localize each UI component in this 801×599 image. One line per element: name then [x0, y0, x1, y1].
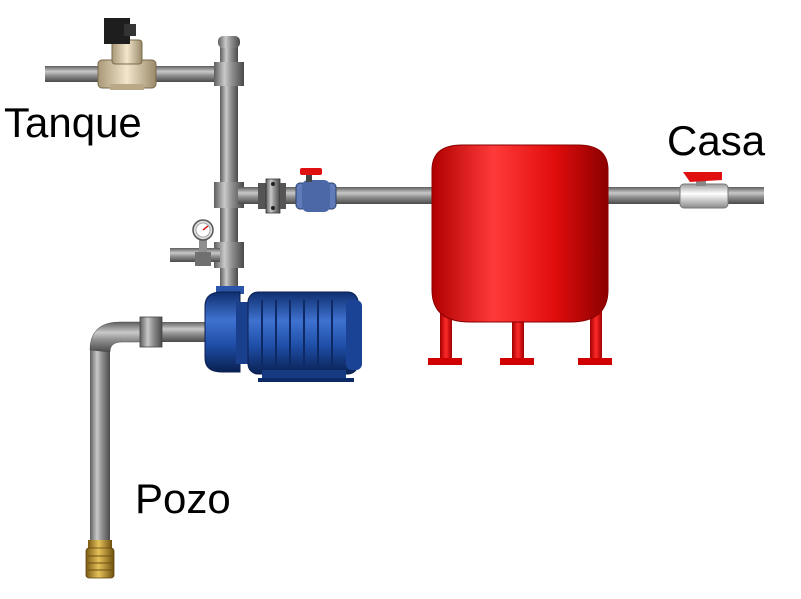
gauge-stem	[199, 238, 207, 252]
pressure-gauge-icon	[192, 219, 214, 241]
check-valve-icon	[295, 168, 337, 212]
label-pozo: Pozo	[135, 475, 231, 522]
ball-valve-icon	[679, 172, 729, 209]
suction-coupling	[139, 316, 163, 348]
tee-top	[214, 62, 244, 86]
label-casa: Casa	[667, 117, 766, 164]
pipe-riser-cap	[218, 36, 240, 48]
solenoid-valve-icon	[97, 18, 157, 90]
gauge-fitting	[195, 252, 211, 266]
pressure-tank-icon	[428, 144, 612, 365]
pipe-suction-vertical	[90, 345, 110, 545]
pipe-riser	[220, 40, 238, 300]
centrifugal-pump-icon	[204, 286, 362, 382]
union-fitting-icon	[258, 178, 286, 214]
foot-valve-icon	[85, 540, 115, 579]
label-tanque: Tanque	[4, 99, 142, 146]
